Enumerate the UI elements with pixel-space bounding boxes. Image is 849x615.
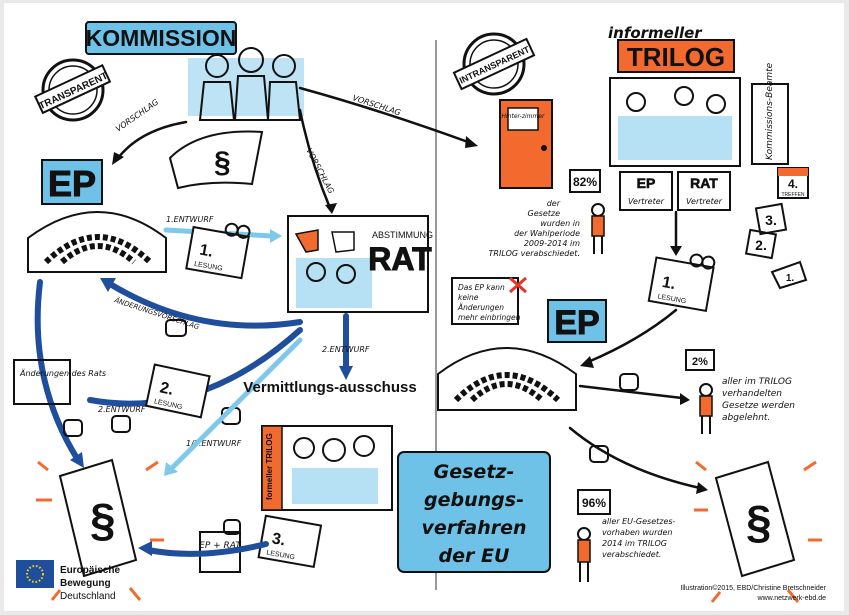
hinterzimmer-door: Hinter-zimmer [500, 100, 552, 188]
calendar-4: 4. [788, 177, 798, 191]
stat-82-line-1: der [547, 199, 561, 208]
stat-96-line-4: verabschiedet. [602, 550, 661, 559]
org-line-2: Bewegung [60, 578, 111, 589]
ep-vertreter-ep: EP [637, 175, 656, 191]
title-line-2: gebungs- [424, 489, 524, 511]
ep-vertreter-label: Vertreter [628, 197, 665, 206]
rat-vertreter-rat: RAT [690, 175, 718, 191]
title-line-4: der EU [439, 545, 510, 567]
paragraph-sign-right: § [746, 496, 772, 548]
org-line-3: Deutschland [60, 591, 116, 602]
title-line-3: verfahren [421, 517, 526, 539]
ep-note-line-2: keine [458, 293, 479, 302]
rat-vertreter-label: Vertreter [686, 197, 723, 206]
stat-2-line-1: aller im TRILOG [722, 377, 792, 387]
paragraph-sign-kommission: § [214, 146, 231, 179]
ep-note-line-1: Das EP kann [458, 283, 505, 292]
ep-note-line-4: mehr einbringen [458, 313, 521, 322]
stat-82-value: 82% [573, 175, 597, 189]
aenderungen-des-rats-label: Änderungen des Rats [19, 368, 106, 378]
abstimmung-label: ABSTIMMUNG [372, 230, 433, 240]
trilog-banner: TRILOG [618, 40, 734, 72]
stat-96-value: 96% [582, 496, 606, 510]
kommission-title: KOMMISSION [86, 25, 237, 51]
calendar-3: 3. [765, 212, 777, 228]
ep-right-badge: EP [548, 300, 606, 342]
stat-82-line-5: 2009-2014 im [524, 239, 580, 248]
title-line-1: Gesetz- [434, 461, 515, 483]
main-title-box: Gesetz- gebungs- verfahren der EU [398, 452, 550, 572]
calendar-treffen: TREFFEN [781, 192, 804, 198]
ep-left-badge: EP [42, 160, 102, 204]
ep-note-line-3: Änderungen [457, 303, 504, 312]
kommission-banner: KOMMISSION [86, 22, 237, 54]
stat-82-line-4: der Wahlperiode [514, 229, 580, 238]
stat-82-line-2: Gesetze [528, 209, 561, 218]
entwurf-2-left-label: 2.ENTWURF [98, 405, 146, 414]
rat-label: RAT [368, 241, 432, 277]
stat-2-line-4: abgelehnt. [722, 413, 770, 423]
calendar-2: 2. [755, 237, 767, 253]
stat-96-line-1: aller EU-Gesetzes- [602, 517, 676, 526]
trilog-title: TRILOG [627, 42, 725, 72]
stat-96-line-3: 2014 im TRILOG [602, 539, 667, 548]
url-text: www.netzwerk-ebd.de [757, 595, 827, 602]
calendar-1: 1. [786, 273, 795, 284]
stat-2-value: 2% [692, 356, 708, 368]
ep-right-label: EP [554, 304, 599, 342]
entwurf-2-right-label: 2.ENTWURF [322, 345, 370, 354]
credit-text: Illustration©2015, EBD/Christine Bretsch… [680, 584, 826, 592]
stat-82-line-3: wurden in [540, 219, 580, 228]
stat-82-line-6: TRILOG verabschiedet. [489, 249, 580, 258]
formeller-trilog-label: formeller TRILOG [265, 433, 274, 500]
org-line-1: Europäische [60, 565, 120, 576]
ep-left-label: EP [48, 163, 96, 204]
stat-96-line-2: vorhaben wurden [602, 528, 672, 537]
lesung-3-document: 3. LESUNG [259, 516, 321, 567]
kommissions-beamte-label: Kommissions-Beamte [765, 62, 775, 160]
vermittlung-title: Vermittlungs-ausschuss [243, 379, 416, 396]
door-sign: Hinter-zimmer [502, 113, 546, 120]
entwurf-1-label: 1.ENTWURF [166, 215, 214, 224]
paragraph-sign-left: § [90, 494, 116, 546]
stat-2-line-3: Gesetze werden [722, 401, 795, 411]
stat-2-line-2: verhandelten [722, 389, 782, 399]
